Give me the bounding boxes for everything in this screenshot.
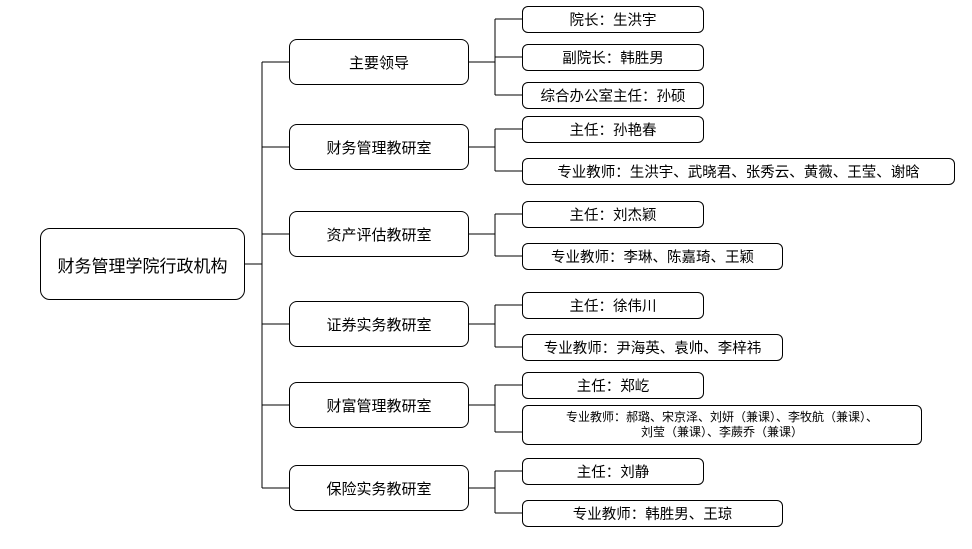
dept-node-leadership: 主要领导 [289,39,469,85]
dept-node-finance: 财务管理教研室 [289,124,469,170]
member-label: 专业教师：韩胜男、王琼 [572,507,733,523]
dept-label: 保险实务教研室 [326,479,432,498]
dept-label: 财务管理教研室 [326,138,432,157]
member-node: 主任：刘静 [522,458,704,485]
member-label: 院长：生洪宇 [569,13,657,29]
dept-label: 证券实务教研室 [326,315,432,334]
member-node: 专业教师：生洪宇、武晓君、张秀云、黄薇、王莹、谢晗 [522,158,955,185]
member-node: 专业教师：韩胜男、王琼 [522,500,783,527]
member-node: 主任：刘杰颖 [522,201,704,228]
member-label-line: 刘莹（兼课）、李蕨乔（兼课） [640,425,803,439]
member-node: 副院长：韩胜男 [522,44,704,71]
member-label: 主任：郑屹 [576,379,650,395]
member-label: 专业教师：生洪宇、武晓君、张秀云、黄薇、王莹、谢晗 [557,165,920,181]
dept-node-securities: 证券实务教研室 [289,301,469,347]
member-node: 专业教师：郝璐、宋京泽、刘妍（兼课）、李牧航（兼课）、 刘莹（兼课）、李蕨乔（兼… [522,405,922,445]
dept-label: 主要领导 [348,53,409,72]
member-label: 主任：刘静 [576,465,650,481]
member-label: 主任：徐伟川 [569,299,657,315]
dept-label: 财富管理教研室 [326,396,432,415]
member-label: 主任：刘杰颖 [569,208,657,224]
dept-node-wealth: 财富管理教研室 [289,382,469,428]
member-node: 院长：生洪宇 [522,6,704,33]
dept-node-asset: 资产评估教研室 [289,211,469,257]
root-label: 财务管理学院行政机构 [57,256,228,277]
member-label: 副院长：韩胜男 [562,51,664,67]
member-node: 专业教师：尹海英、袁帅、李梓祎 [522,334,783,361]
member-node: 综合办公室主任：孙硕 [522,82,704,109]
member-label: 专业教师：尹海英、袁帅、李梓祎 [543,341,762,357]
member-node: 主任：孙艳春 [522,116,704,143]
dept-label: 资产评估教研室 [326,225,432,244]
member-node: 主任：郑屹 [522,372,704,399]
member-label: 综合办公室主任：孙硕 [540,89,686,105]
member-node: 专业教师：李琳、陈嘉琦、王颖 [522,243,783,270]
dept-node-insurance: 保险实务教研室 [289,465,469,511]
member-label-line: 专业教师：郝璐、宋京泽、刘妍（兼课）、李牧航（兼课）、 [565,410,878,424]
root-node: 财务管理学院行政机构 [40,228,245,300]
member-label: 专业教师：李琳、陈嘉琦、王颖 [551,250,754,266]
member-node: 主任：徐伟川 [522,292,704,319]
member-label: 主任：孙艳春 [569,123,657,139]
